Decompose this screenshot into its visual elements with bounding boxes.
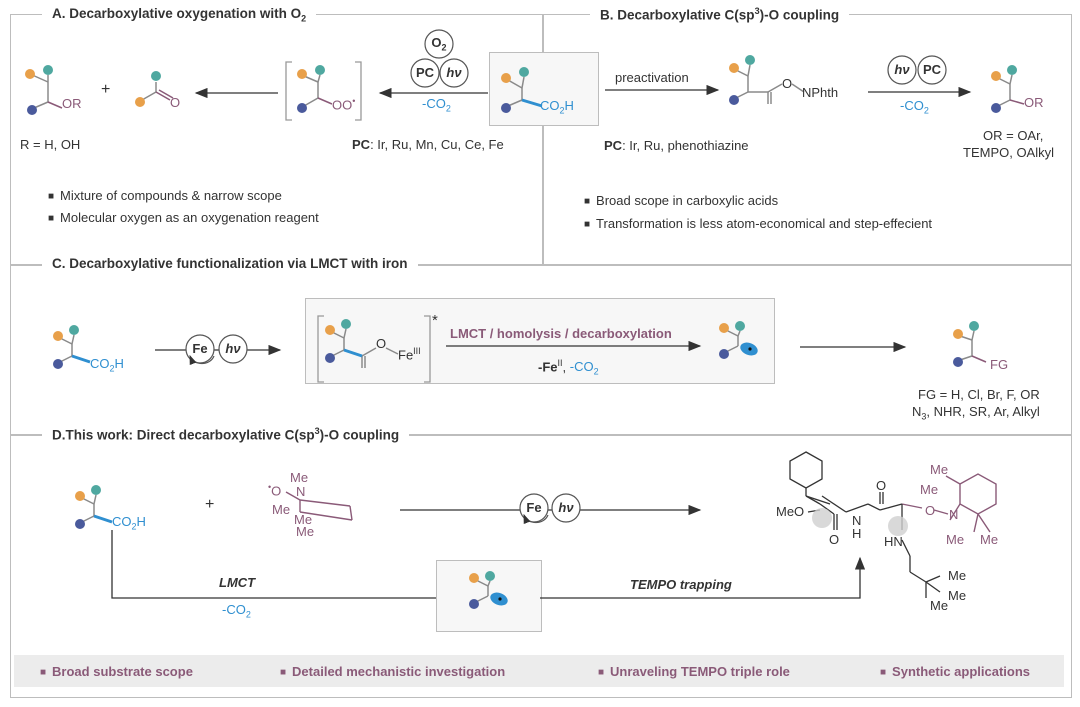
a-plus: +	[101, 81, 111, 98]
d-product-me-2: Me	[920, 482, 939, 497]
b-co2-loss: -CO2	[900, 98, 929, 116]
d-product-tempo-o: O	[925, 503, 936, 518]
b-bullet-1: Broad scope in carboxylic acids	[584, 193, 778, 208]
d-tempo-me-1: Me	[290, 470, 309, 485]
highlight-2: Detailed mechanistic investigation	[280, 664, 505, 679]
c-ester-o: O	[376, 336, 387, 351]
d-co2-loss: -CO2	[222, 602, 251, 620]
a-carbonyl-o: O	[170, 95, 181, 110]
d-tempo-me-3: Me	[294, 512, 313, 527]
section-c-frame	[10, 264, 1072, 436]
c-arrow-top-label: LMCT / homolysis / decarboxylation	[450, 326, 672, 341]
hv-badge-c: hν	[225, 341, 241, 356]
c-fe3-label: FeIII	[398, 346, 421, 363]
c-fg-label: FG	[990, 357, 1009, 372]
d-product-me-7: Me	[930, 598, 949, 613]
pc-badge-a: PC	[415, 65, 435, 80]
d-tempo-me-4: Me	[296, 524, 315, 539]
a-or-label: OR	[62, 96, 82, 111]
d-product-h: H	[852, 526, 862, 541]
fe-badge-d: Fe	[526, 500, 542, 515]
d-product-me-1: Me	[930, 462, 949, 477]
mol-a-product	[29, 73, 63, 109]
section-c-title: C. Decarboxylative functionalization via…	[42, 256, 418, 271]
b-bullet-2: Transformation is less atom-economical a…	[584, 216, 932, 231]
a-peroxy-label: OO•	[332, 96, 356, 113]
section-a-title: A. Decarboxylative oxygenation with O2	[42, 6, 317, 24]
section-b-title: B. Decarboxylative C(sp3)-O coupling	[590, 6, 850, 23]
d-tempo-o: •O	[268, 482, 282, 499]
b-or-definition-2: TEMPO, OAlkyl	[963, 145, 1055, 160]
d-co2h-label: CO2H	[112, 514, 146, 532]
section-d-title: D.This work: Direct decarboxylative C(sp…	[42, 426, 410, 443]
highlight-4: Synthetic applications	[880, 664, 1030, 679]
tempo-structure	[285, 491, 353, 521]
b-ester-o: O	[782, 76, 793, 91]
d-tempo-trapping-label: TEMPO trapping	[630, 577, 732, 592]
mol-a-carbonyl	[141, 82, 174, 101]
d-product-me-5: Me	[948, 568, 967, 583]
b-or-label: OR	[1024, 95, 1044, 110]
b-preactivation: preactivation	[615, 70, 689, 85]
carboxylic-acid-box	[489, 52, 599, 126]
c-fg-definition-1: FG = H, Cl, Br, F, OR	[918, 387, 1040, 402]
d-product-o-ester: O	[829, 532, 840, 547]
c-co2h-label: CO2H	[90, 356, 124, 374]
d-tempo-n: N	[296, 484, 306, 499]
hv-badge-d: hν	[558, 500, 574, 515]
d-product-me-3: Me	[946, 532, 965, 547]
a-co2h-label: CO2H	[540, 98, 574, 116]
hv-badge-a: hν	[446, 65, 462, 80]
highlight-1: Broad substrate scope	[40, 664, 193, 679]
d-product-me-4: Me	[980, 532, 999, 547]
a-pc-definition: PC: Ir, Ru, Mn, Cu, Ce, Fe	[352, 137, 504, 152]
b-pc-definition: PC: Ir, Ru, phenothiazine	[604, 138, 749, 153]
c-arrow-bottom-label: -FeII, -CO2	[538, 358, 599, 377]
a-bullet-1: Mixture of compounds & narrow scope	[48, 188, 282, 203]
d-product-meo: MeO	[776, 504, 805, 519]
fe-badge-c: Fe	[192, 341, 208, 356]
d-product-n: N	[852, 513, 862, 528]
b-or-definition-1: OR = OAr,	[983, 128, 1044, 143]
d-product-hn: HN	[884, 534, 903, 549]
b-nphth: NPhth	[802, 85, 839, 100]
d-product-o-amide: O	[876, 478, 887, 493]
d-lmct-label: LMCT	[219, 575, 256, 590]
o2-badge: O2	[431, 35, 447, 53]
a-r-definition: R = H, OH	[20, 137, 81, 152]
product-structure	[789, 451, 941, 598]
c-excited-star: *	[432, 312, 438, 329]
highlight-3: Unraveling TEMPO triple role	[598, 664, 790, 679]
c-fg-definition-2: N3, NHR, SR, Ar, Alkyl	[912, 404, 1040, 422]
hv-badge-b: hν	[894, 62, 910, 77]
d-product-tempo-n: N	[949, 507, 959, 522]
d-product-me-6: Me	[948, 588, 967, 603]
highlights-bar: Broad substrate scope Detailed mechanist…	[14, 655, 1064, 687]
d-plus: +	[205, 496, 215, 513]
d-tempo-me-2: Me	[272, 502, 291, 517]
section-d-frame	[10, 434, 1072, 698]
a-bullet-2: Molecular oxygen as an oxygenation reage…	[48, 210, 319, 225]
a-co2-loss: -CO2	[422, 96, 451, 114]
pc-badge-b: PC	[922, 62, 942, 77]
